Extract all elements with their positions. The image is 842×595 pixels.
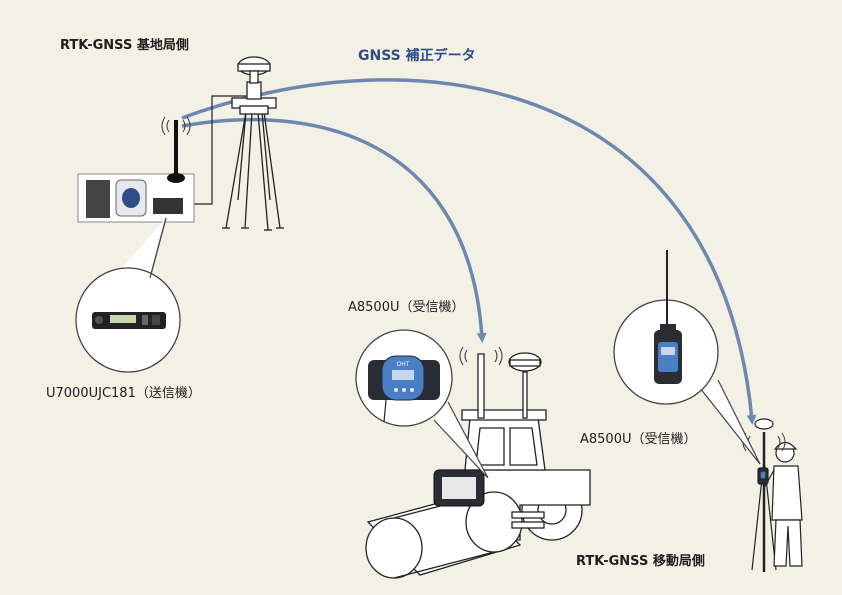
base-station-label: RTK-GNSS 基地局側 (60, 38, 189, 53)
handheld-receiver-icon (654, 250, 682, 384)
base-whip-antenna (167, 120, 185, 183)
handheld-receiver-icon: OHT (368, 355, 440, 423)
transmitter-label: U7000UJC181（送信機） (46, 386, 201, 401)
correction-data-label: GNSS 補正データ (358, 48, 476, 64)
rover-receiver-label: A8500U（受信機） (580, 432, 697, 447)
roller-mounted-device (433, 469, 485, 507)
roller-receiver-callout: OHT (355, 329, 489, 479)
rover-station-label: RTK-GNSS 移動局側 (576, 554, 705, 569)
radio-waves-icon (161, 116, 191, 136)
antenna-cable (190, 95, 246, 205)
tripod-icon (222, 81, 284, 231)
transmitter-callout (75, 217, 181, 373)
device-brand-label: OHT (397, 361, 410, 368)
arc-to-roller (181, 117, 487, 343)
road-roller-icon (365, 352, 591, 579)
radio-waves-icon (459, 346, 503, 366)
base-station-box (77, 173, 195, 223)
rover-receiver-callout (613, 250, 761, 465)
transmitter-icon (92, 312, 166, 329)
arc-to-rover (181, 78, 757, 425)
gnss-antenna-icon (237, 56, 271, 84)
correction-data-arcs (181, 78, 757, 425)
surveyor-icon (751, 418, 803, 572)
roller-receiver-label: A8500U（受信機） (348, 300, 465, 315)
